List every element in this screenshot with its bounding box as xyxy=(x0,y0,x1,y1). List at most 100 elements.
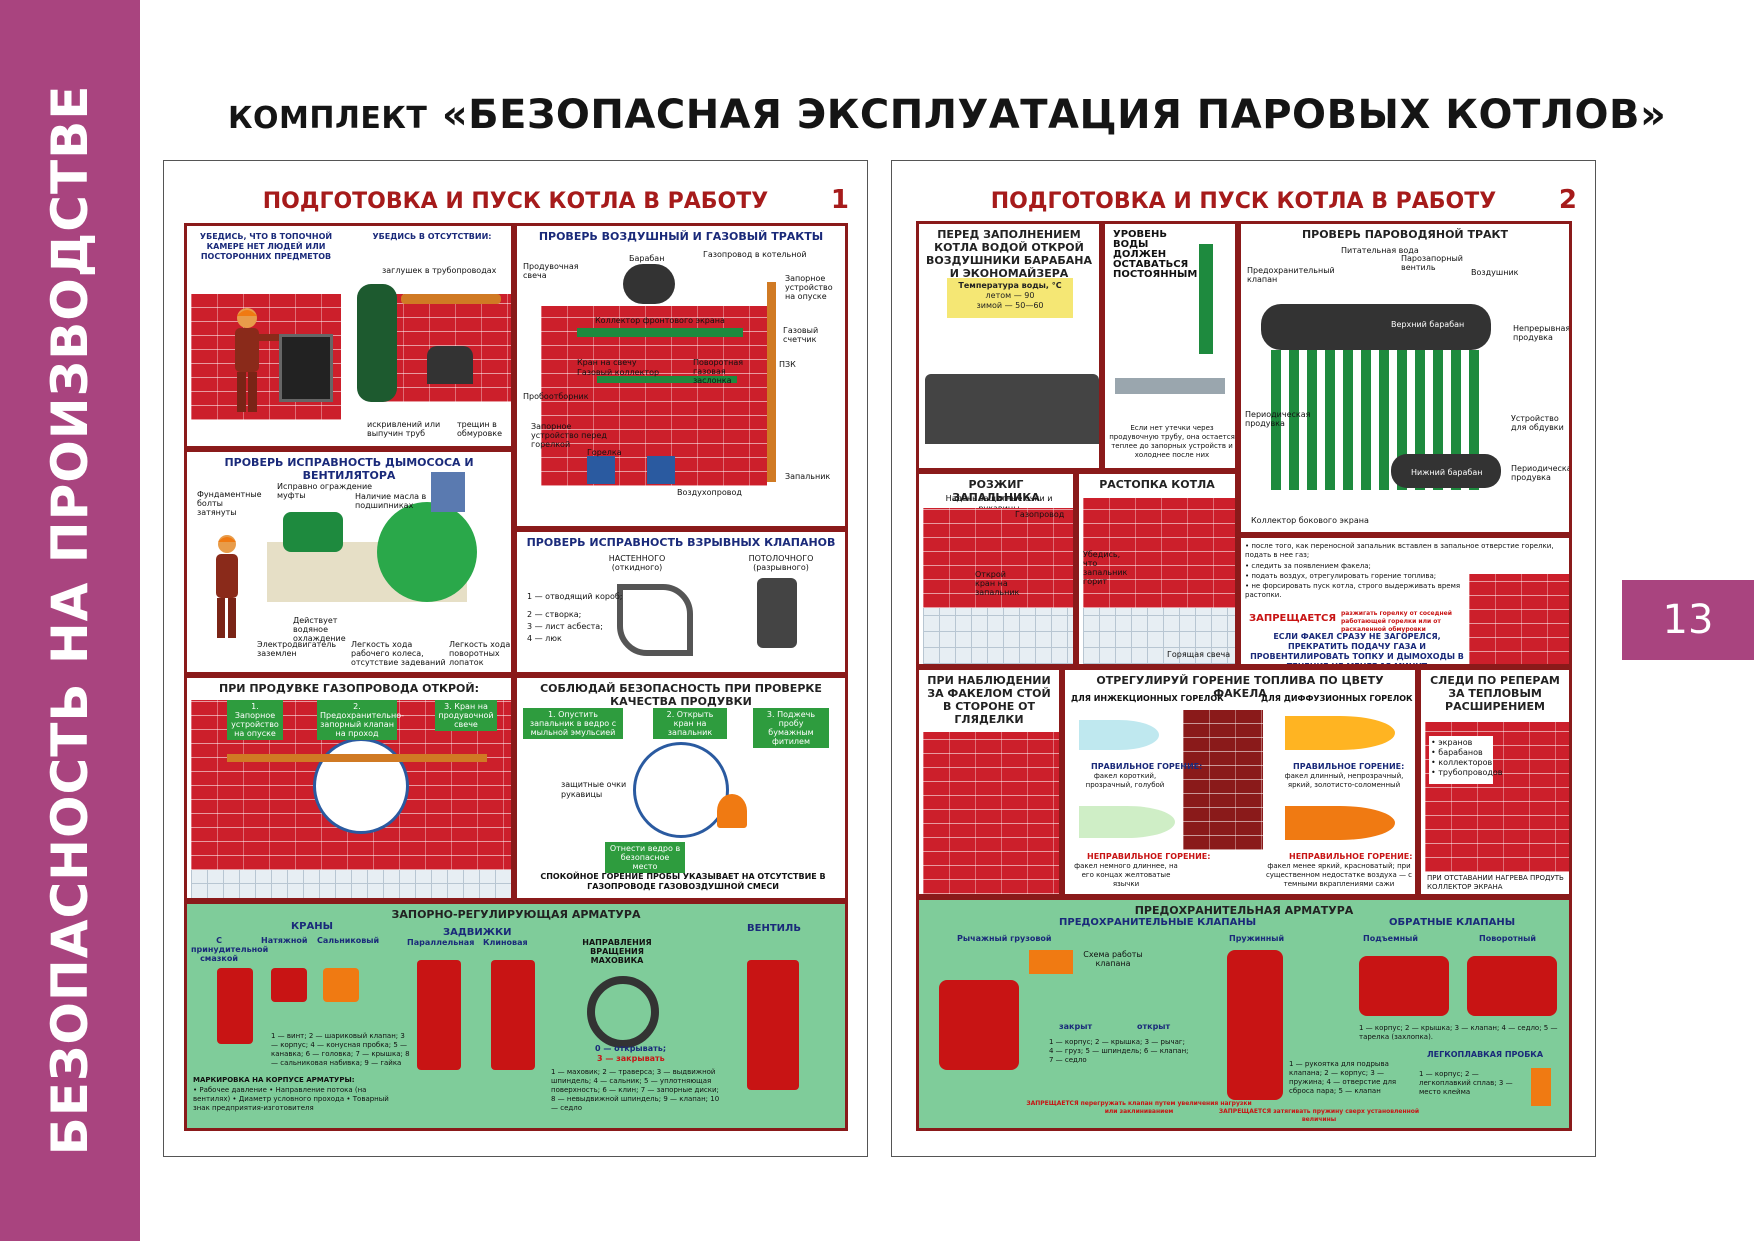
reper-item-1: • экранов xyxy=(1431,738,1473,747)
panel-reper: СЛЕДИ ПО РЕПЕРАМ ЗА ТЕПЛОВЫМ РАСШИРЕНИЕМ… xyxy=(1418,667,1572,897)
purge-title: ПРИ ПРОДУВКЕ ГАЗОПРОВОДА ОТКРОЙ: xyxy=(219,682,479,695)
label-open: 0 — открывать; xyxy=(595,1044,667,1053)
poster-2-number: 2 xyxy=(1558,185,1577,215)
label-scheme: Схема работы клапана xyxy=(1083,950,1143,968)
right-diff: факел длинный, непрозрачный, яркий, золо… xyxy=(1284,772,1404,789)
fusible-legend: 1 — корпус; 2 — легкоплавкий сплав; 3 — … xyxy=(1419,1070,1513,1096)
label-cracks: трещин в обмуровке xyxy=(457,420,503,438)
label-cranes: КРАНЫ xyxy=(291,921,333,932)
forbid-1: ЗАПРЕЩАЕТСЯ перегружать клапан путем уве… xyxy=(1026,1100,1252,1115)
fan-title: ПРОВЕРЬ ИСПРАВНОСТЬ ДЫМОСОСА И ВЕНТИЛЯТО… xyxy=(224,456,474,482)
purge-step-1: 1. Запорное устройство на опуске xyxy=(227,700,283,740)
level-title: УРОВЕНЬ ВОДЫ ДОЛЖЕН ОСТАВАТЬСЯ ПОСТОЯННЫ… xyxy=(1113,229,1198,280)
sample-note: СПОКОЙНОЕ ГОРЕНИЕ ПРОБЫ УКАЗЫВАЕТ НА ОТС… xyxy=(540,872,826,891)
explosion-legend-1: 1 — отводящий короб; xyxy=(527,592,623,601)
purge-step-2: 2. Предохранительно-запорный клапан на п… xyxy=(317,700,404,740)
gate-legend: 1 — маховик; 2 — траверса; 3 — выдвижной… xyxy=(551,1068,720,1112)
rule-3: • подать воздух, отрегулировать горение … xyxy=(1245,572,1437,580)
lever-legend: 1 — корпус; 2 — крышка; 3 — рычаг; 4 — г… xyxy=(1049,1038,1189,1064)
purge-pipe xyxy=(1115,378,1225,394)
poster-1-number: 1 xyxy=(830,185,849,215)
panel-valves: ЗАПОРНО-РЕГУЛИРУЮЩАЯ АРМАТУРА КРАНЫ С пр… xyxy=(184,901,848,1131)
label-fusible: ЛЕГКОПЛАВКАЯ ПРОБКА xyxy=(1427,1050,1544,1059)
label-ceiling-valve: ПОТОЛОЧНОГО (разрывного) xyxy=(748,554,814,572)
label-gas-main: Газопровод в котельной xyxy=(703,250,807,259)
temp-winter: зимой — 50—60 xyxy=(976,301,1044,310)
fan-housing xyxy=(377,502,477,602)
floor xyxy=(191,870,511,898)
label-blowing: Устройство для обдувки xyxy=(1511,414,1564,432)
drum xyxy=(623,264,675,304)
label-spring: Пружинный xyxy=(1229,934,1285,943)
label-gas-pipe: Газопровод xyxy=(1015,510,1065,519)
label-gloves: рукавицы xyxy=(561,790,603,799)
boiler-tubes xyxy=(357,284,397,402)
panel-fill: ПЕРЕД ЗАПОЛНЕНИЕМ КОТЛА ВОДОЙ ОТКРОЙ ВОЗ… xyxy=(916,221,1102,471)
label-lift: Подъемный xyxy=(1363,934,1418,943)
wrong-diff: факел менее яркий, красноватый; при суще… xyxy=(1265,862,1413,888)
crane-forced-drawing xyxy=(217,968,253,1044)
lever-weight xyxy=(1029,950,1073,974)
page-number: 13 xyxy=(1622,580,1754,660)
tract-title: ПРОВЕРЬ ПАРОВОДЯНОЙ ТРАКТ xyxy=(1301,228,1509,241)
temp-summer: летом — 90 xyxy=(985,291,1035,300)
label-motor: Электродвигатель заземлен xyxy=(257,640,337,658)
label-diffusion: ДЛЯ ДИФФУЗИОННЫХ ГОРЕЛОК xyxy=(1261,694,1413,703)
panel-air-gas: ПРОВЕРЬ ВОЗДУШНЫЙ И ГАЗОВЫЙ ТРАКТЫ Бараб… xyxy=(514,223,848,529)
label-oil: Наличие масла в подшипниках xyxy=(355,492,427,510)
brick-wall-flame xyxy=(1183,710,1263,850)
panel-tract: ПРОВЕРЬ ПАРОВОДЯНОЙ ТРАКТ Питательная во… xyxy=(1238,221,1572,535)
worker-figure-2 xyxy=(216,535,238,638)
page-title: КОМПЛЕКТ «БЕЗОПАСНАЯ ЭКСПЛУАТАЦИЯ ПАРОВЫ… xyxy=(228,92,1666,138)
label-forced: С принудительной смазкой xyxy=(191,936,269,963)
wall-valve-drawing xyxy=(617,584,693,656)
sidebar: БЕЗОПАСНОСТЬ НА ПРОИЗВОДСТВЕ xyxy=(0,0,140,1241)
forbidden-label: ЗАПРЕЩАЕТСЯ xyxy=(1249,613,1337,624)
sample-carry: Отнести ведро в безопасное место xyxy=(605,842,685,873)
rule-1: • после того, как переносной запальник в… xyxy=(1245,542,1554,559)
label-igniter: Запальник xyxy=(785,472,831,481)
label-air-duct: Воздухопровод xyxy=(677,488,742,497)
flame-inj-wrong xyxy=(1079,806,1175,838)
fan-duct xyxy=(431,472,465,512)
reper-note: ПРИ ОТСТАВАНИИ НАГРЕВА ПРОДУТЬ КОЛЛЕКТОР… xyxy=(1427,874,1564,891)
lever-valve-drawing xyxy=(939,980,1019,1070)
label-goggles: защитные очки xyxy=(561,780,627,789)
label-lever: Рычажный грузовой xyxy=(957,934,1052,943)
crane-legend: 1 — винт; 2 — шариковый клапан; 3 — корп… xyxy=(271,1032,410,1067)
fill-title: ПЕРЕД ЗАПОЛНЕНИЕМ КОТЛА ВОДОЙ ОТКРОЙ ВОЗ… xyxy=(926,228,1092,280)
spring-legend: 1 — рукоятка для подрыва клапана; 2 — ко… xyxy=(1289,1060,1397,1095)
reper-item-2: • барабанов xyxy=(1431,748,1483,757)
label-side-collector: Коллектор бокового экрана xyxy=(1251,516,1369,525)
label-opened: открыт xyxy=(1137,1022,1171,1031)
flame-inj-right xyxy=(1079,720,1159,750)
label-bolts: Фундаментные болты затянуты xyxy=(197,490,262,517)
valves-title: ЗАПОРНО-РЕГУЛИРУЮЩАЯ АРМАТУРА xyxy=(391,908,641,921)
label-safety-valves: ПРЕДОХРАНИТЕЛЬНЫЕ КЛАПАНЫ xyxy=(1059,917,1257,928)
reper-list-box xyxy=(1429,736,1493,784)
label-check-igniter: Убедись, что запальник горит xyxy=(1083,550,1128,586)
label-safety-valve: Предохранительный клапан xyxy=(1247,266,1335,284)
label-burner: Горелка xyxy=(587,448,622,457)
right-inj: факел короткий, прозрачный, голубой xyxy=(1085,772,1165,789)
label-top-drum: Верхний барабан xyxy=(1391,320,1465,329)
marking-text: • Рабочее давление • Направление потока … xyxy=(193,1086,389,1112)
marking-title: МАРКИРОВКА НА КОРПУСЕ АРМАТУРЫ: xyxy=(193,1076,355,1084)
purge-step-3: 3. Кран на продувочной свече xyxy=(435,700,497,731)
panel-safety-valves: ПРЕДОХРАНИТЕЛЬНАЯ АРМАТУРА ПРЕДОХРАНИТЕЛ… xyxy=(916,897,1572,1131)
temp-title: Температура воды, °С xyxy=(958,281,1062,290)
panel-purge: ПРИ ПРОДУВКЕ ГАЗОПРОВОДА ОТКРОЙ: 1. Запо… xyxy=(184,675,514,901)
gas-pipe xyxy=(767,282,776,482)
flame-diff-wrong xyxy=(1285,806,1395,840)
water-gauge xyxy=(1199,244,1213,354)
label-gates: ЗАДВИЖКИ xyxy=(443,927,512,938)
burner-left xyxy=(587,456,615,484)
sidebar-title: БЕЗОПАСНОСТЬ НА ПРОИЗВОДСТВЕ xyxy=(41,84,99,1156)
explosion-legend-4: 4 — люк xyxy=(527,634,562,643)
bottom-drum-drawing xyxy=(1391,454,1501,488)
explosion-legend-3: 3 — лист асбеста; xyxy=(527,622,603,631)
watch-title: ПРИ НАБЛЮДЕНИИ ЗА ФАКЕЛОМ СТОЙ В СТОРОНЕ… xyxy=(927,674,1051,726)
label-bottom-drum: Нижний барабан xyxy=(1411,468,1483,477)
label-plugs: заглушек в трубопроводах xyxy=(382,266,497,275)
ventil-drawing xyxy=(747,960,799,1090)
